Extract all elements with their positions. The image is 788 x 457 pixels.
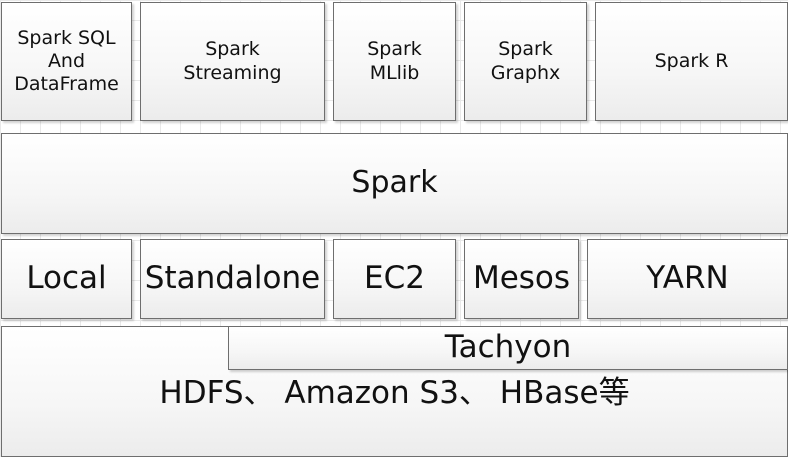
deploy-ec2: EC2 bbox=[333, 239, 456, 319]
lib-spark-graphx: Spark Graphx bbox=[464, 2, 587, 121]
lib-spark-sql-dataframe: Spark SQL And DataFrame bbox=[1, 2, 132, 121]
tachyon-box: Tachyon bbox=[228, 326, 788, 370]
deploy-standalone: Standalone bbox=[140, 239, 325, 319]
deploy-local: Local bbox=[1, 239, 132, 319]
spark-core-box: Spark bbox=[1, 133, 788, 234]
lib-spark-r: Spark R bbox=[595, 2, 788, 121]
deploy-mesos: Mesos bbox=[464, 239, 579, 319]
lib-spark-streaming: Spark Streaming bbox=[140, 2, 325, 121]
deploy-yarn: YARN bbox=[587, 239, 788, 319]
lib-spark-mllib: Spark MLlib bbox=[333, 2, 456, 121]
